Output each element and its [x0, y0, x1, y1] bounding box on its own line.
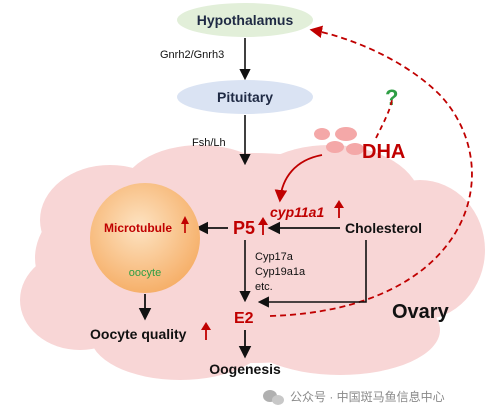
ovary-cloud: [20, 145, 485, 380]
cyp11a1-up-arrow-icon: [334, 200, 344, 218]
oocyte-quality-up-arrow-icon: [201, 322, 211, 340]
microtubule-up-arrow-icon: [181, 216, 189, 233]
watermark-text: 公众号 · 中国斑马鱼信息中心: [290, 389, 445, 404]
hypothalamus-label: Hypothalamus: [197, 12, 294, 28]
wechat-icon: [263, 390, 284, 405]
fsh-lh-label: Fsh/Lh: [192, 137, 226, 149]
e2-label: E2: [234, 310, 254, 327]
pituitary-node: [177, 80, 313, 114]
e2-feedback-dashed-arrow: [269, 25, 473, 317]
p5-label: P5: [233, 218, 255, 238]
dha-dashed-line: [375, 99, 393, 139]
p5-up-arrow-icon: [258, 217, 268, 235]
oocyte-cell: [90, 183, 200, 293]
question-mark-icon: ?: [385, 85, 398, 110]
pituitary-label: Pituitary: [217, 89, 273, 105]
ovary-label: Ovary: [392, 301, 450, 323]
dha-label: DHA: [362, 141, 405, 163]
enzyme-label-3: etc.: [255, 281, 273, 293]
microtubule-label: Microtubule: [104, 221, 172, 235]
gnrh-label: Gnrh2/Gnrh3: [160, 49, 224, 61]
dha-molecule-icon: [314, 127, 364, 155]
dha-to-cyp11a1-arrow: [274, 154, 323, 203]
enzyme-label-1: Cyp17a: [255, 251, 294, 263]
hypothalamus-node: [177, 3, 313, 37]
enzyme-label-2: Cyp19a1a: [255, 266, 306, 278]
oocyte-quality-label: Oocyte quality: [90, 326, 187, 342]
cholesterol-label: Cholesterol: [345, 220, 422, 236]
cyp11a1-label: cyp11a1: [270, 204, 324, 220]
oogenesis-label: Oogenesis: [209, 361, 281, 377]
cholesterol-to-e2-arrow: [257, 240, 367, 308]
oocyte-label: oocyte: [129, 267, 161, 279]
